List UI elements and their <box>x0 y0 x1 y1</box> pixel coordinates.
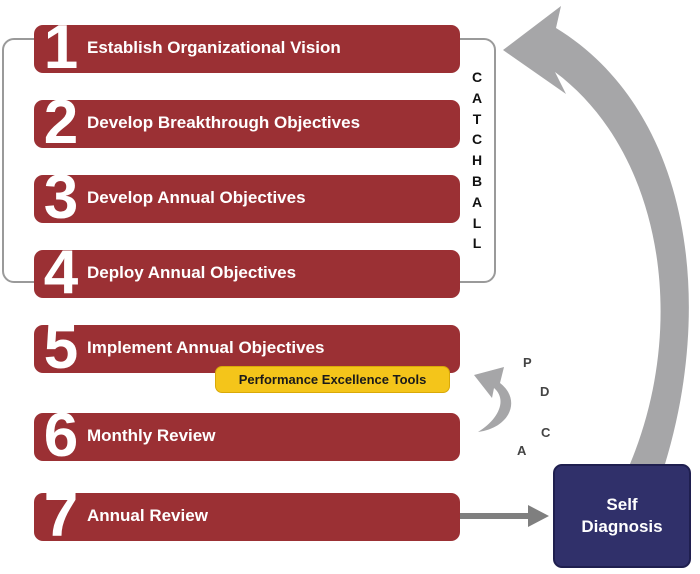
step-number: 2 <box>43 88 78 157</box>
catchball-letter: T <box>472 110 482 127</box>
step-number: 1 <box>43 13 78 82</box>
self-diagnosis-line1: Self <box>606 495 638 514</box>
catchball-letter: H <box>471 152 483 169</box>
step-label: Annual Review <box>87 506 208 525</box>
arrow-to-self-diagnosis-shaft <box>460 513 532 519</box>
step-6: 6 Monthly Review <box>34 405 460 467</box>
step-number: 3 <box>43 163 78 232</box>
performance-tools-badge: Performance Excellence Tools <box>215 366 450 393</box>
catchball-letter: C <box>471 131 483 148</box>
step-number: 6 <box>43 401 78 470</box>
catchball-letter: A <box>471 89 483 106</box>
step-5: 5 Implement Annual Objectives <box>34 317 460 379</box>
step-bar <box>34 250 460 298</box>
step-7: 7 Annual Review <box>34 485 460 547</box>
step-label: Develop Breakthrough Objectives <box>87 113 361 132</box>
catchball-letter: C <box>471 69 483 85</box>
pdca-c: C <box>541 425 551 440</box>
step-bar <box>34 25 460 73</box>
catchball-letter: L <box>472 214 482 231</box>
catchball-label: C A T C H B A L L <box>466 67 488 254</box>
step-number: 7 <box>43 481 78 550</box>
step-label: Develop Annual Objectives <box>87 188 306 207</box>
step-bar <box>34 493 460 541</box>
pdca-arrow <box>474 367 512 432</box>
self-diagnosis-line2: Diagnosis <box>581 517 663 536</box>
step-bar <box>34 325 460 373</box>
feedback-arrow <box>503 6 689 464</box>
step-label: Deploy Annual Objectives <box>87 263 297 282</box>
step-bar <box>34 175 460 223</box>
step-number: 4 <box>43 238 78 307</box>
pdca-a: A <box>517 443 527 458</box>
step-number: 5 <box>43 313 78 382</box>
step-bar <box>34 100 460 148</box>
step-2: 2 Develop Breakthrough Objectives <box>34 92 460 154</box>
catchball-letter: B <box>471 172 483 189</box>
step-bar <box>34 413 460 461</box>
step-4: 4 Deploy Annual Objectives <box>34 242 460 304</box>
pdca-p: P <box>523 355 532 370</box>
pdca-d: D <box>540 384 550 399</box>
catchball-letter: A <box>471 193 483 210</box>
step-label: Monthly Review <box>87 426 216 445</box>
step-label: Establish Organizational Vision <box>87 38 341 57</box>
step-3: 3 Develop Annual Objectives <box>34 167 460 229</box>
step-label: Implement Annual Objectives <box>87 338 325 357</box>
self-diagnosis-box: Self Diagnosis <box>553 464 691 568</box>
step-1: 1 Establish Organizational Vision <box>34 17 460 79</box>
catchball-letter: L <box>472 235 482 252</box>
arrow-to-self-diagnosis-head <box>528 505 549 527</box>
